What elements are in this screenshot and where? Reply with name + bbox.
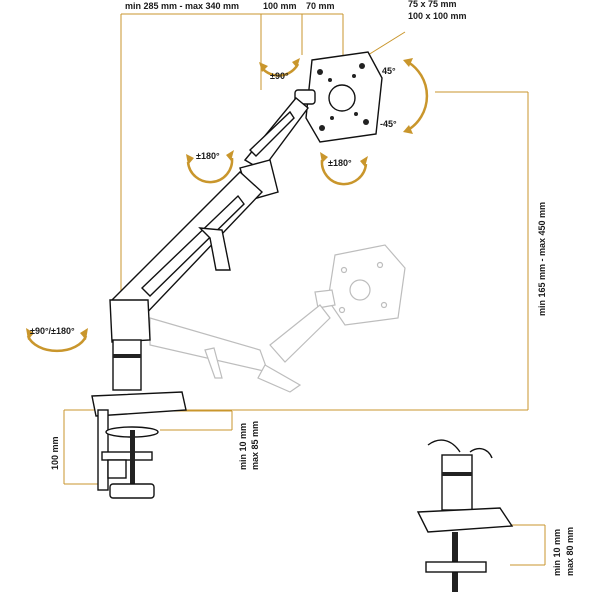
tilt-down-label: -45° [380,119,397,129]
arc-tilt [407,60,429,132]
arc-base-rotation [26,335,88,353]
ghost-forearm [269,304,331,363]
shoulder-joint [109,299,151,343]
cable-clip [198,227,231,271]
grommet-plate [425,561,487,573]
dim-100-label: 100 mm [263,1,297,11]
height-range-label: min 165 mm - max 450 mm [537,202,547,316]
monitor-arm [91,51,383,499]
ghost-lowered-arm [149,244,406,393]
desk-base [91,391,187,417]
base-rotation-label: ±90°/±180° [30,326,75,336]
ghost-lower-arm [149,317,269,373]
clamp-knob [109,483,155,499]
tilt-up-label: 45° [382,66,396,76]
arm-length-label: min 285 mm - max 340 mm [125,1,239,11]
grommet-pole [441,454,473,511]
grommet-inset [416,439,514,592]
clamp-height-label: 100 mm [50,436,60,470]
dimension-lines [63,13,546,566]
arc-top-rotation [261,63,300,77]
top-rotation-label: ±90° [270,71,289,81]
vesa-center-disc [328,84,356,112]
desk-max-label: max 85 mm [250,421,260,470]
grommet-max-label: max 80 mm [565,527,575,576]
arm-rotation-label: ±180° [196,151,220,161]
desk-min-label: min 10 mm [238,423,248,470]
rotation-arcs [26,58,429,353]
vesa-100-label: 100 x 100 mm [408,11,467,21]
grommet-base [416,507,514,533]
vesa-75-label: 75 x 75 mm [408,0,457,9]
clamp-body [97,409,109,491]
vesa-rotation-label: ±180° [328,158,352,168]
arc-vesa-rotation [320,159,368,186]
dim-70-label: 70 mm [306,1,335,11]
pole [112,339,142,391]
grommet-min-label: min 10 mm [552,529,562,576]
arc-arm-rotation [186,157,234,184]
